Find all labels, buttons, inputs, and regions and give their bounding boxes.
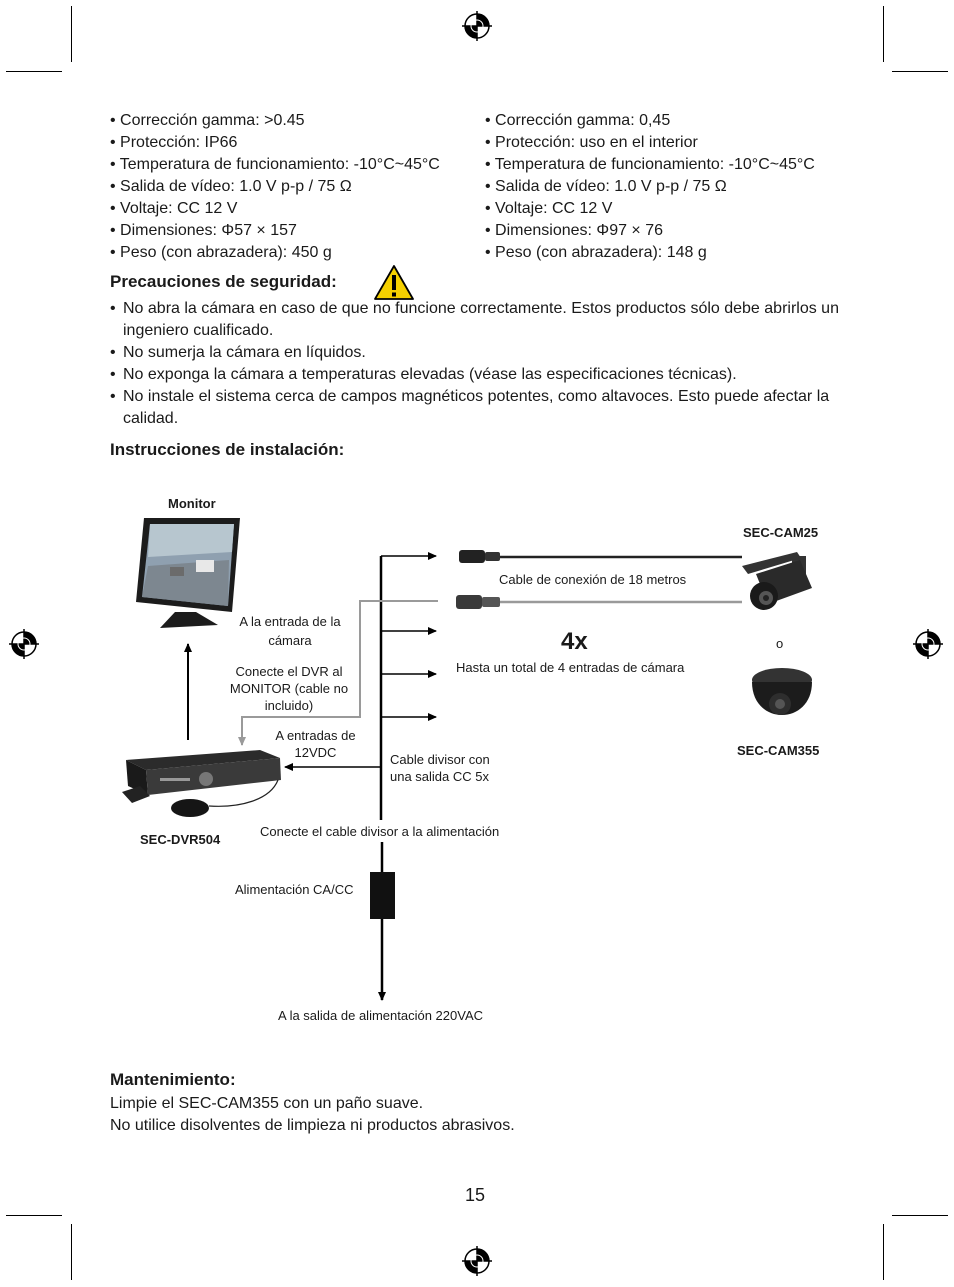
maintenance-line: No utilice disolventes de limpieza ni pr… (110, 1117, 515, 1134)
power-acdc-label: Alimentación CA/CC (235, 882, 354, 897)
outlet-label: A la salida de alimentación 220VAC (278, 1008, 483, 1023)
spec-list-right: Corrección gamma: 0,45 Protección: uso e… (485, 110, 815, 264)
inputs-12vdc-label: A entradas de 12VDC (275, 728, 356, 760)
connect-splitter-label: Conecte el cable divisor a la alimentaci… (260, 824, 500, 839)
crop-mark (71, 6, 72, 62)
crop-mark (6, 71, 62, 72)
connect-dvr-label: Conecte el DVR al MONITOR (cable no incl… (229, 664, 349, 713)
dome-camera-icon (752, 668, 812, 715)
registration-mark-icon (462, 1246, 492, 1276)
monitor-label: Monitor (168, 496, 216, 511)
cable-18m-label: Cable de conexión de 18 metros (499, 572, 687, 587)
cam355-label: SEC-CAM355 (737, 743, 820, 758)
spec-item: Temperatura de funcionamiento: -10°C~45°… (485, 154, 815, 176)
crop-mark (6, 1215, 62, 1216)
spec-item: Salida de vídeo: 1.0 V p-p / 75 Ω (485, 176, 815, 198)
spec-item: Voltaje: CC 12 V (110, 198, 440, 220)
bullet-camera-icon (742, 552, 812, 610)
list-item: No sumerja la cámara en líquidos. (110, 342, 860, 364)
spec-item: Dimensiones: Φ57 × 157 (110, 220, 440, 242)
crop-mark (883, 6, 884, 62)
cam25-label: SEC-CAM25 (743, 525, 819, 540)
four-x-label: 4x (561, 628, 588, 655)
spec-item: Peso (con abrazadera): 450 g (110, 242, 440, 264)
crop-mark (71, 1224, 72, 1280)
spec-item: Corrección gamma: 0,45 (485, 110, 815, 132)
list-item: No abra la cámara en caso de que no func… (110, 298, 860, 342)
spec-item: Protección: IP66 (110, 132, 440, 154)
crop-mark (892, 71, 948, 72)
or-label: o (776, 636, 784, 651)
list-item: No exponga la cámara a temperaturas elev… (110, 364, 860, 386)
registration-mark-icon (462, 11, 492, 41)
spec-item: Dimensiones: Φ97 × 76 (485, 220, 815, 242)
spec-list-left: Corrección gamma: >0.45 Protección: IP66… (110, 110, 440, 264)
warning-icon (374, 265, 414, 300)
maintenance-line: Limpie el SEC-CAM355 con un paño suave. (110, 1095, 424, 1112)
list-item: No instale el sistema cerca de campos ma… (110, 386, 860, 430)
dvr-icon (122, 750, 281, 817)
spec-item: Voltaje: CC 12 V (485, 198, 815, 220)
install-heading: Instrucciones de instalación: (110, 440, 345, 459)
safety-heading: Precauciones de seguridad: (110, 272, 337, 291)
spec-item: Peso (con abrazadera): 148 g (485, 242, 815, 264)
maintenance-heading: Mantenimiento: (110, 1070, 236, 1089)
splitter-label: Cable divisor con una salida CC 5x (390, 752, 490, 784)
registration-mark-icon (913, 629, 943, 659)
page-number: 15 (465, 1185, 486, 1205)
dvr-label: SEC-DVR504 (140, 832, 221, 847)
crop-mark (892, 1215, 948, 1216)
up-to-four-label: Hasta un total de 4 entradas de cámara (456, 660, 685, 675)
crop-mark (883, 1224, 884, 1280)
monitor-icon (136, 518, 240, 628)
safety-list: No abra la cámara en caso de que no func… (110, 298, 860, 430)
spec-item: Protección: uso en el interior (485, 132, 815, 154)
registration-mark-icon (9, 629, 39, 659)
camera-input-label: A la entrada de la cámara (239, 614, 341, 648)
spec-item: Corrección gamma: >0.45 (110, 110, 440, 132)
spec-item: Salida de vídeo: 1.0 V p-p / 75 Ω (110, 176, 440, 198)
spec-item: Temperatura de funcionamiento: -10°C~45°… (110, 154, 440, 176)
